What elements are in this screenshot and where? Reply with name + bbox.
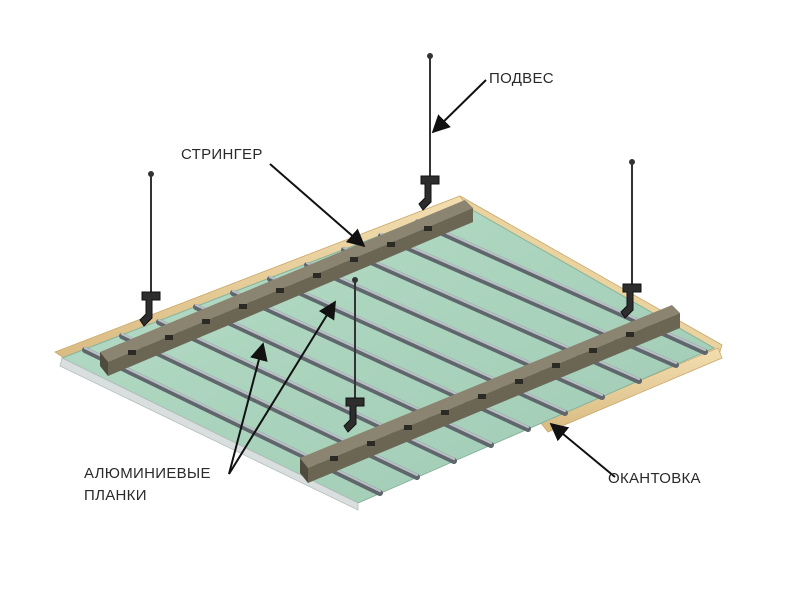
label-slats-line2: ПЛАНКИ bbox=[84, 487, 147, 504]
label-hanger: ПОДВЕС bbox=[489, 70, 554, 87]
hanger-clip-icon bbox=[418, 175, 440, 211]
hanger-top bbox=[418, 53, 440, 211]
label-slats-line1: АЛЮМИНИЕВЫЕ bbox=[84, 465, 211, 482]
leader-lines bbox=[228, 79, 616, 478]
label-stringer: СТРИНГЕР bbox=[181, 146, 263, 163]
hanger-right bbox=[620, 159, 642, 319]
arrow-icon bbox=[269, 163, 366, 248]
hanger-middle bbox=[343, 277, 365, 433]
hanger-clip-icon bbox=[139, 291, 161, 327]
arrow-icon bbox=[228, 342, 268, 475]
arrow-icon bbox=[549, 422, 616, 478]
hangers bbox=[139, 53, 642, 433]
arrow-icon bbox=[431, 79, 487, 134]
hanger-left bbox=[139, 171, 161, 327]
stringer-2 bbox=[300, 305, 680, 483]
hanger-clip-icon bbox=[620, 283, 642, 319]
arrow-icon bbox=[228, 300, 336, 475]
stringer-1 bbox=[100, 200, 473, 376]
label-edge-trim: ОКАНТОВКА bbox=[608, 470, 701, 487]
hanger-clip-icon bbox=[343, 397, 365, 433]
panel-front-edge bbox=[59, 357, 359, 511]
